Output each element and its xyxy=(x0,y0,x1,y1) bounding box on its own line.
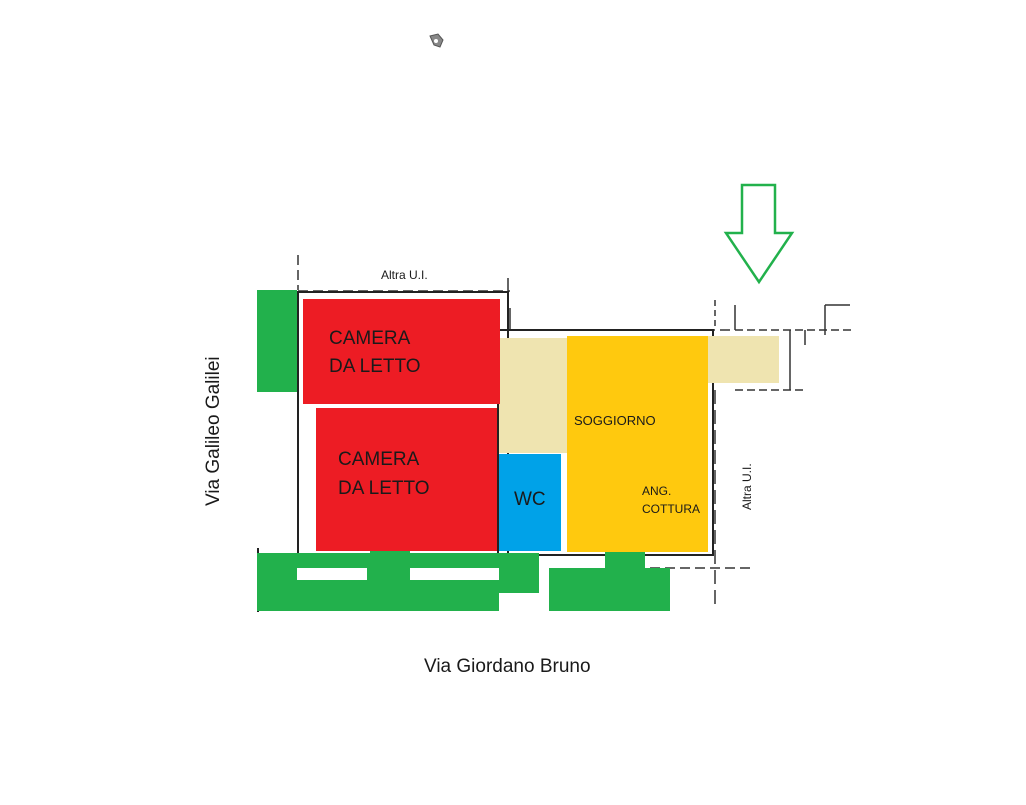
bedroom-top-label-2: DA LETTO xyxy=(329,356,421,377)
bedroom-top-label-1: CAMERA xyxy=(329,328,411,349)
corridor-entrance xyxy=(707,336,779,383)
kitchen-label-1: ANG. xyxy=(642,484,671,498)
corridor xyxy=(499,336,779,453)
terrace-stub-1 xyxy=(370,550,410,562)
room-living xyxy=(567,336,708,552)
arrow-down-icon xyxy=(723,183,795,285)
kitchen-label-2: COTTURA xyxy=(642,502,700,516)
street-bottom-label: Via Giordano Bruno xyxy=(424,656,591,677)
other-unit-top-label: Altra U.I. xyxy=(381,268,428,282)
terrace-bottom-left xyxy=(257,553,499,611)
room-wc xyxy=(499,454,561,551)
corridor-hall xyxy=(499,338,567,453)
room-bedroom-top xyxy=(303,299,500,404)
terrace-left xyxy=(257,290,297,392)
wc-label: WC xyxy=(514,489,546,510)
other-unit-right-label: Altra U.I. xyxy=(740,463,754,510)
street-left-label: Via Galileo Galilei xyxy=(203,356,224,506)
terrace-bottom-right xyxy=(549,568,670,611)
bedroom-bottom-label-2: DA LETTO xyxy=(338,478,430,499)
room-bedroom-bottom xyxy=(316,408,497,551)
terraces xyxy=(257,290,670,611)
compass-icon xyxy=(429,33,444,48)
terrace-stub-2 xyxy=(605,552,645,570)
living-label: SOGGIORNO xyxy=(574,413,656,428)
bedroom-bottom-label-1: CAMERA xyxy=(338,449,420,470)
terrace-bottom-mid xyxy=(499,553,539,593)
